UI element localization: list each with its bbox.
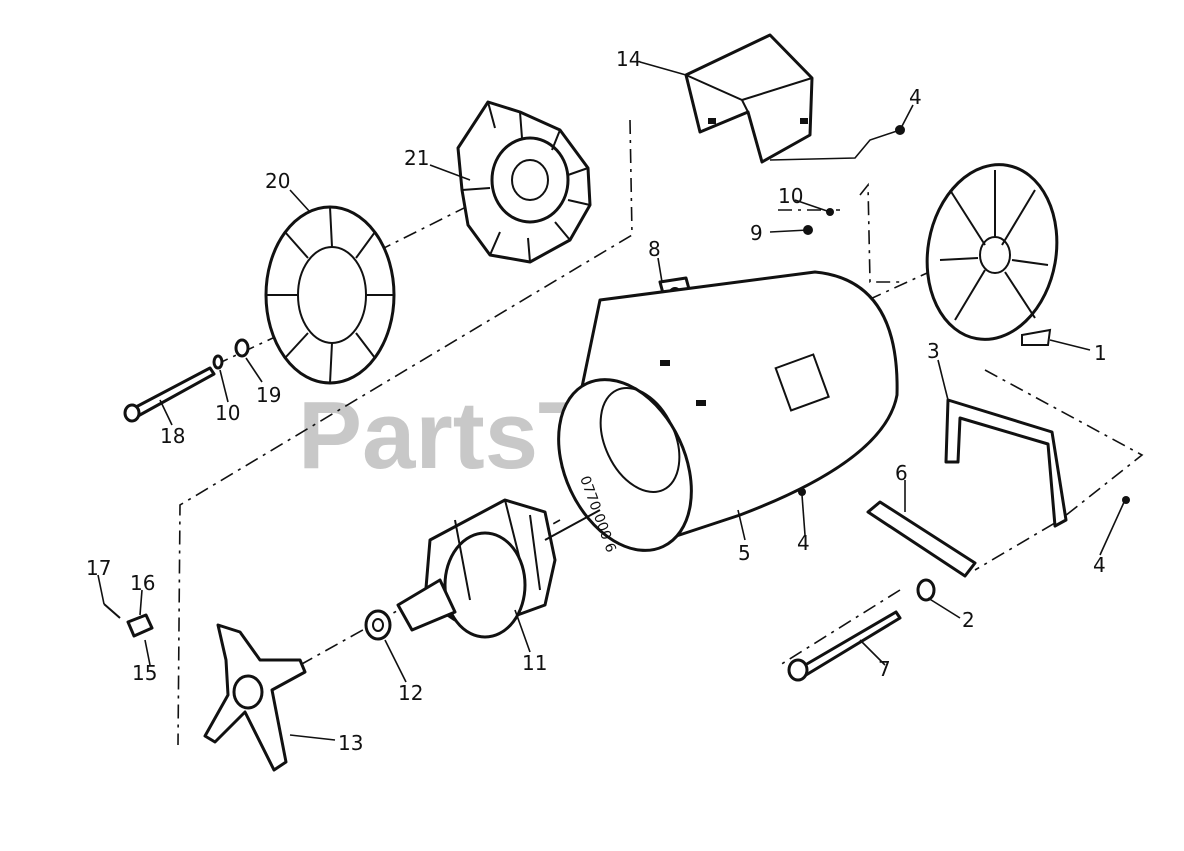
callout-4-housing: 4 bbox=[797, 531, 810, 555]
callout-4-bracket: 4 bbox=[1093, 553, 1106, 577]
leader-lines bbox=[97, 61, 1126, 741]
callout-17: 17 bbox=[86, 556, 111, 580]
callout-6: 6 bbox=[895, 461, 908, 485]
callout-15: 15 bbox=[132, 661, 157, 685]
callout-14: 14 bbox=[616, 47, 641, 71]
baffle-ring-part bbox=[264, 205, 396, 385]
strap-part bbox=[866, 500, 977, 578]
washer-part bbox=[916, 578, 936, 602]
callout-labels: 1 2 3 4 4 4 5 6 7 8 9 10 10 11 12 13 14 … bbox=[86, 47, 1107, 755]
shroud-part bbox=[684, 33, 814, 164]
callout-21: 21 bbox=[404, 146, 429, 170]
stator-housing-part: 0770 000 6 bbox=[557, 270, 899, 555]
callout-12: 12 bbox=[398, 681, 423, 705]
callout-10-washer: 10 bbox=[215, 401, 240, 425]
rotor-part bbox=[396, 498, 601, 639]
callout-2: 2 bbox=[962, 608, 975, 632]
callout-10-endbell: 10 bbox=[778, 184, 803, 208]
nut-part bbox=[103, 603, 154, 638]
end-bell-part bbox=[925, 163, 1059, 346]
bracket-part bbox=[944, 398, 1068, 528]
callout-7: 7 bbox=[878, 657, 891, 681]
through-bolt-part bbox=[787, 610, 902, 682]
bearing-part bbox=[364, 609, 392, 641]
callout-9: 9 bbox=[750, 221, 763, 245]
callout-19: 19 bbox=[256, 383, 281, 407]
long-bolt-part bbox=[123, 366, 216, 423]
callout-4-shroud: 4 bbox=[909, 85, 922, 109]
spider-part bbox=[203, 623, 307, 772]
callout-8: 8 bbox=[648, 237, 661, 261]
callout-18: 18 bbox=[160, 424, 185, 448]
callout-20: 20 bbox=[265, 169, 290, 193]
callout-1: 1 bbox=[1094, 341, 1107, 365]
fan-part bbox=[456, 100, 592, 264]
callout-5: 5 bbox=[738, 541, 751, 565]
small-washer-part bbox=[212, 338, 250, 370]
callout-16: 16 bbox=[130, 571, 155, 595]
callout-11: 11 bbox=[522, 651, 547, 675]
callout-13: 13 bbox=[338, 731, 363, 755]
callout-3: 3 bbox=[927, 339, 940, 363]
